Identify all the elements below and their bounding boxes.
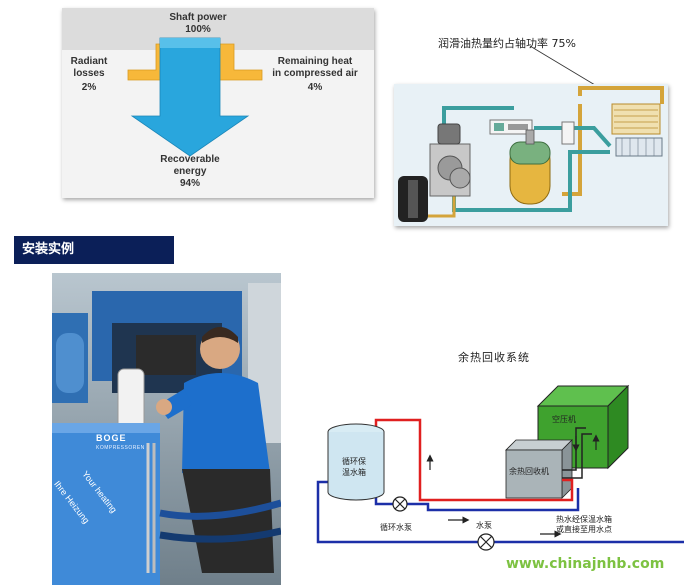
remaining-heat-label-1: Remaining heat [277,56,353,67]
shaft-power-value: 100% [185,24,211,35]
energy-flow-graphic [62,8,374,157]
oil-heat-ratio-label: 润滑油热量约占轴功率 75% [438,37,576,50]
recoverable-energy-arrow [130,37,250,157]
compressor-schematic [398,86,664,222]
recovery-unit-top [505,439,573,451]
air-intake [437,123,461,145]
oil-cooler [611,103,661,135]
recovery-unit-side [561,439,573,499]
tank-label-2: 温水箱 [342,467,366,477]
energy-flow-panel: Shaft power 100% Radiant losses 2% Remai… [62,8,374,198]
circulation-pump-label: 循环水泵 [380,522,412,532]
insulated-water-tank [327,432,385,501]
outlet-label-1: 热水经保温水箱 [556,514,612,524]
recoverable-label-1: Recoverable [160,154,220,165]
brand-logo-subtext: KOMPRESSOREN [96,445,145,451]
recoverable-label-2: energy [173,166,207,177]
watermark: www.chinajnhb.com [506,556,665,572]
water-pump-label: 水泵 [476,520,492,530]
oil-filter [561,121,575,145]
radiant-label-1: Radiant [70,56,108,67]
air-cooler [615,137,663,157]
remaining-heat-label-2: in compressed air [272,68,358,79]
remaining-heat-value: 4% [307,82,323,93]
recoverable-value: 94% [179,178,200,189]
installation-photo: BOGE KOMPRESSOREN Your heating Ihre Heiz… [52,273,281,585]
compressor-schematic-panel [394,84,668,226]
return-water-line [374,482,580,512]
radiant-label-2: losses [73,68,105,79]
compressor-label: 空压机 [552,414,576,424]
heat-recovery-diagram: 空压机 余热回收机 循环保 温水箱 循环水泵 水泵 热水经保温水箱 或直接至用水… [316,384,684,551]
outlet-label-2: 或直接至用水点 [556,524,612,534]
heat-recovery-title: 余热回收系统 [458,351,530,364]
radiant-value: 2% [81,82,97,93]
hot-water-line [374,418,574,502]
brand-logo-text: BOGE [96,433,127,443]
installation-photo-illustration [52,273,281,585]
section-title: 安装实例 [14,236,174,264]
shaft-power-label: Shaft power [169,12,227,23]
tank-label-1: 循环保 [342,456,366,466]
recovery-unit-label: 余热回收机 [509,466,549,476]
recovery-unit-box [505,449,563,499]
heating-tank [52,423,160,585]
